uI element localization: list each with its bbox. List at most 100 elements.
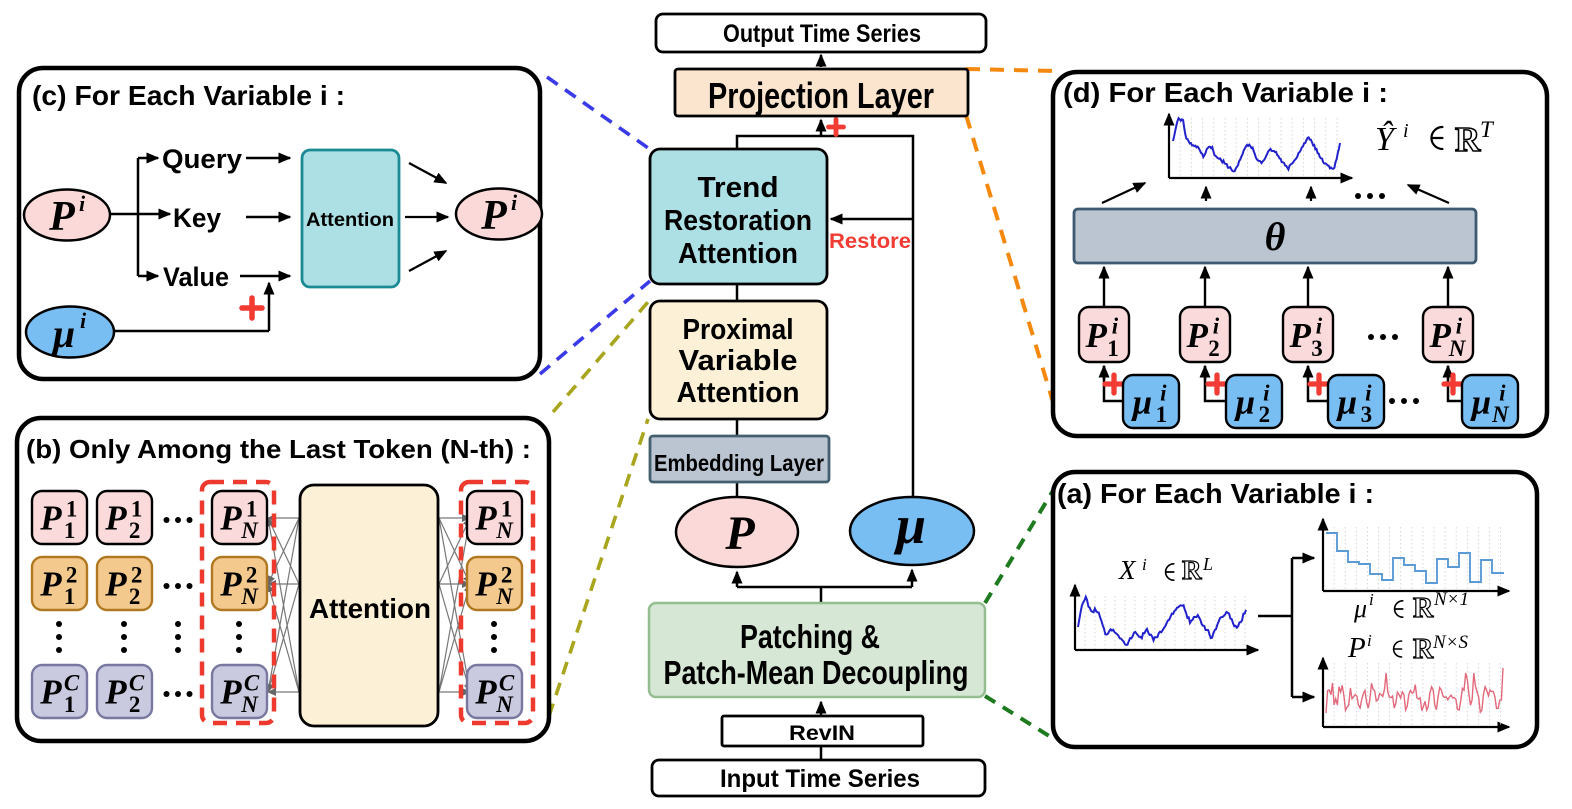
svg-text:2: 2	[129, 518, 141, 543]
svg-text:N: N	[1491, 402, 1510, 427]
svg-text:N×1: N×1	[1433, 589, 1469, 610]
svg-text:P: P	[1429, 316, 1452, 355]
svg-text:1: 1	[501, 497, 513, 522]
svg-text:1: 1	[1156, 402, 1168, 427]
svg-text:P: P	[474, 565, 497, 604]
svg-text:P: P	[1186, 316, 1209, 355]
svg-text:Attention: Attention	[306, 210, 394, 231]
svg-text:L: L	[1202, 554, 1213, 574]
svg-text:Trend: Trend	[698, 172, 779, 204]
svg-text:Restoration: Restoration	[664, 205, 812, 237]
svg-text:2: 2	[1259, 402, 1271, 427]
svg-text:P: P	[104, 499, 127, 538]
svg-text:i: i	[80, 308, 87, 333]
svg-text:T: T	[1480, 117, 1495, 142]
svg-text:R: R	[1413, 593, 1434, 624]
svg-text:2: 2	[246, 563, 258, 588]
svg-text:μ: μ	[1336, 383, 1357, 422]
svg-text:2: 2	[129, 692, 141, 717]
svg-text:μ: μ	[893, 495, 926, 555]
svg-text:C: C	[64, 671, 80, 696]
svg-text:N: N	[495, 584, 514, 609]
svg-text:i: i	[1499, 381, 1506, 406]
svg-text:Attention: Attention	[677, 377, 800, 409]
svg-text:C: C	[244, 671, 260, 696]
svg-text:P: P	[1289, 316, 1312, 355]
svg-text:i: i	[1160, 381, 1167, 406]
svg-text:P: P	[104, 565, 127, 604]
svg-text:i: i	[1367, 631, 1372, 650]
svg-text:μ: μ	[1470, 383, 1491, 422]
svg-text:P: P	[48, 194, 75, 240]
svg-text:i: i	[1369, 590, 1374, 609]
svg-text:P: P	[474, 673, 497, 712]
svg-text:2: 2	[1208, 336, 1220, 361]
svg-text:1: 1	[1107, 336, 1119, 361]
svg-text:2: 2	[66, 563, 78, 588]
svg-text:N: N	[240, 518, 259, 543]
svg-text:P: P	[39, 565, 62, 604]
svg-text:3: 3	[1361, 402, 1373, 427]
svg-text:μ: μ	[51, 311, 75, 356]
svg-text:(b) Only Among the Last Token: (b) Only Among the Last Token (N-th) :	[26, 434, 531, 464]
svg-text:i: i	[1263, 381, 1270, 406]
svg-text:N×S: N×S	[1432, 632, 1468, 653]
svg-text:C: C	[499, 671, 515, 696]
svg-text:P: P	[1347, 632, 1366, 664]
svg-text:1: 1	[131, 497, 143, 522]
svg-text:P: P	[219, 565, 242, 604]
svg-text:1: 1	[64, 518, 76, 543]
svg-text:i: i	[1365, 381, 1372, 406]
svg-text:N: N	[240, 692, 259, 717]
svg-text:i: i	[1213, 314, 1220, 339]
svg-text:Proximal: Proximal	[683, 314, 794, 346]
svg-text:Output Time Series: Output Time Series	[723, 20, 921, 48]
svg-text:i: i	[511, 190, 518, 215]
svg-text:RevIN: RevIN	[789, 722, 855, 745]
svg-text:θ: θ	[1265, 214, 1286, 259]
svg-text:μ: μ	[1131, 383, 1152, 422]
svg-text:3: 3	[1311, 336, 1323, 361]
svg-text:2: 2	[501, 563, 513, 588]
svg-text:i: i	[1456, 314, 1463, 339]
svg-text:μ: μ	[1353, 594, 1367, 623]
svg-text:Restore: Restore	[829, 230, 911, 253]
svg-text:C: C	[129, 671, 145, 696]
svg-text:2: 2	[131, 563, 143, 588]
svg-text:N: N	[495, 518, 514, 543]
svg-text:Embedding Layer: Embedding Layer	[654, 450, 824, 476]
svg-text:(d) For Each Variable i :: (d) For Each Variable i :	[1063, 77, 1388, 108]
svg-text:P: P	[39, 499, 62, 538]
svg-text:i: i	[1142, 555, 1147, 574]
svg-text:1: 1	[66, 497, 78, 522]
svg-text:P: P	[474, 499, 497, 538]
svg-text:Input Time Series: Input Time Series	[720, 765, 920, 793]
svg-text:Attention: Attention	[678, 238, 798, 270]
svg-text:1: 1	[64, 692, 76, 717]
svg-text:P: P	[39, 673, 62, 712]
svg-text:Projection Layer: Projection Layer	[708, 75, 934, 116]
svg-text:i: i	[1316, 314, 1323, 339]
svg-text:N: N	[240, 584, 259, 609]
svg-text:Value: Value	[163, 262, 229, 292]
svg-text:N: N	[1448, 336, 1467, 361]
svg-text:P: P	[219, 499, 242, 538]
svg-text:P: P	[1085, 316, 1108, 355]
svg-text:i: i	[79, 191, 86, 216]
svg-text:R: R	[1455, 120, 1481, 159]
svg-text:Variable: Variable	[679, 345, 798, 377]
svg-text:P: P	[219, 673, 242, 712]
svg-text:Patching &: Patching &	[740, 618, 880, 655]
svg-text:R: R	[1413, 634, 1434, 665]
svg-text:Attention: Attention	[309, 593, 431, 624]
svg-text:i: i	[1403, 120, 1409, 142]
svg-text:1: 1	[64, 584, 76, 609]
svg-text:(a) For Each Variable i :: (a) For Each Variable i :	[1057, 478, 1374, 509]
svg-text:P: P	[724, 507, 755, 560]
svg-text:P: P	[104, 673, 127, 712]
svg-text:P: P	[480, 193, 507, 239]
svg-text:1: 1	[246, 497, 258, 522]
svg-text:X: X	[1118, 555, 1137, 585]
svg-text:2: 2	[129, 584, 141, 609]
svg-text:Patch-Mean Decoupling: Patch-Mean Decoupling	[664, 654, 969, 691]
